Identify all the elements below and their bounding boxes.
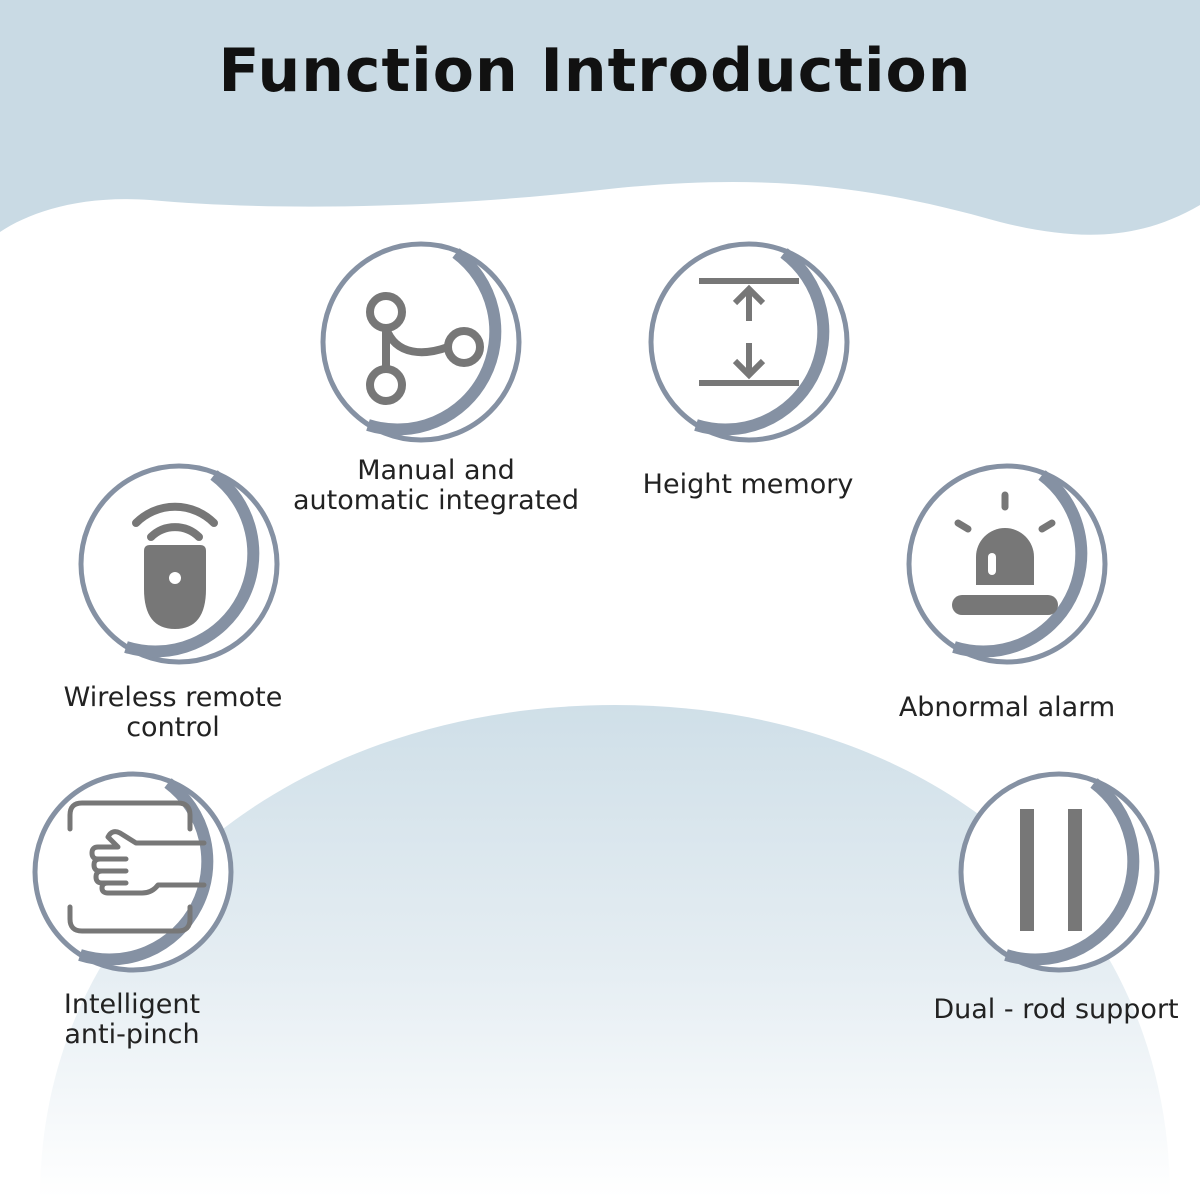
- remote-control-icon: [132, 502, 218, 629]
- page-title: Function Introduction: [218, 36, 972, 106]
- branch-icon: [366, 292, 484, 405]
- feature-label-manual: Manual and automatic integrated: [292, 455, 580, 516]
- feature-label-dualrod: Dual - rod support: [933, 994, 1179, 1025]
- feature-icon-ring-alarm: [906, 463, 1108, 665]
- bottom-dome: [40, 705, 1170, 1198]
- feature-label-antipinch: Intelligent anti-pinch: [63, 989, 201, 1050]
- feature-icon-ring-dualrod: [958, 771, 1160, 973]
- alarm-siren-icon: [952, 491, 1058, 615]
- feature-label-alarm: Abnormal alarm: [898, 692, 1116, 723]
- height-arrows-icon: [699, 278, 799, 386]
- feature-label-remote: Wireless remote control: [63, 682, 283, 743]
- feature-icon-ring-height: [648, 241, 850, 443]
- feature-label-height: Height memory: [642, 469, 854, 500]
- feature-icon-ring-antipinch: [32, 771, 234, 973]
- feature-icon-ring-remote: [78, 463, 280, 665]
- header-wave: [0, 0, 1200, 235]
- dual-rod-icon: [1020, 809, 1082, 931]
- feature-icon-ring-manual: [320, 241, 522, 443]
- hand-sensor-icon: [67, 800, 207, 934]
